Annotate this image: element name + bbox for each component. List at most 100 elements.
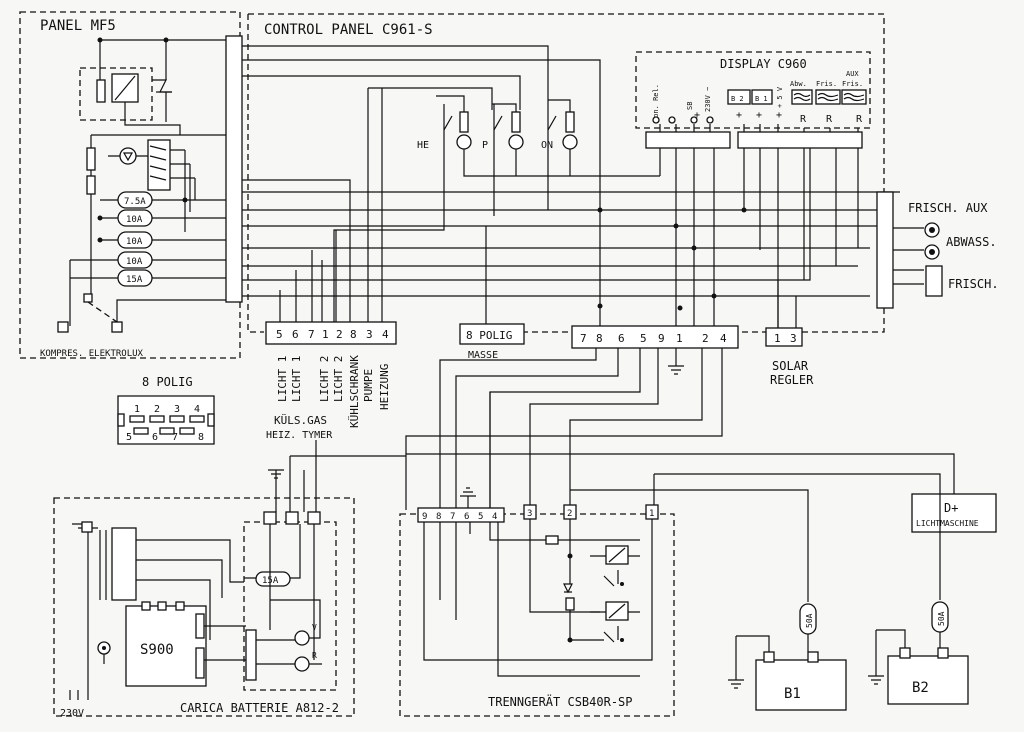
carica-title: CARICA BATTERIE A812-2 <box>180 701 339 715</box>
display-aux-fris: Fris. <box>842 80 863 88</box>
connector-pin: 5 <box>276 328 283 341</box>
trenn-pin: 2 <box>567 509 572 519</box>
connector-b <box>571 325 739 349</box>
tank-aux-label: FRISCH. AUX <box>908 201 988 215</box>
switch-label-he: HE <box>417 140 429 151</box>
connector-pin: 5 <box>640 332 647 345</box>
trenngeraet: TRENNGERÄT CSB40R-SP 9 8 7 6 5 4 3 2 1 <box>399 487 675 717</box>
trenn-pin: 4 <box>492 512 497 522</box>
polig-pin: 7 <box>172 432 178 443</box>
carica-batterie: CARICA BATTERIE A812-2 S900 230V 15A V R <box>53 497 355 719</box>
trenn-pin: 9 <box>422 512 427 522</box>
display-con-rel: con. Rel. <box>652 84 660 122</box>
panel-mf5-title: PANEL MF5 <box>40 18 116 34</box>
switch-label-on: ON <box>541 140 553 151</box>
connector-a <box>265 321 397 345</box>
battery-fuse-label: 50A <box>805 613 814 628</box>
fuse-10a-1 <box>117 209 153 227</box>
fuse-label: 10A <box>126 237 143 247</box>
display-abw: Abw. <box>790 80 807 88</box>
solar-label-2: REGLER <box>770 373 814 387</box>
battery-b2: B2 50A <box>868 601 969 705</box>
display-terminal: R <box>856 114 863 125</box>
connector-a-sub2: HEIZ. TYMER <box>266 430 333 441</box>
display-terminal: + <box>736 110 742 121</box>
switch-label-p: P <box>482 140 488 151</box>
fuse-label: 10A <box>126 257 143 267</box>
tank-connector <box>876 191 894 309</box>
display-230v: 230V ~ <box>704 87 712 112</box>
display-sb: SB <box>686 102 694 110</box>
display-aux: AUX <box>846 70 859 78</box>
control-panel-title: CONTROL PANEL C961-S <box>264 22 433 38</box>
connector-pin: 3 <box>366 328 373 341</box>
trenn-pin: 1 <box>649 509 654 519</box>
tank-sensor-frisch <box>925 265 943 297</box>
display-connector-left <box>645 131 731 149</box>
display-c960: DISPLAY C960 con. Rel. SB 230V ~ B 2 B 1… <box>635 51 871 340</box>
switch-group: HE P ON <box>333 88 600 330</box>
trenn-pin: 3 <box>527 509 532 519</box>
display-5v: + 5 V <box>776 86 784 108</box>
fuse-7-5a <box>117 191 153 209</box>
polig-pin: 1 <box>134 404 140 415</box>
connector-a-pins: 5 6 7 1 2 8 3 4 <box>276 328 389 341</box>
display-b1: B 1 <box>755 95 768 103</box>
connector-pin: 9 <box>658 332 665 345</box>
tank-gauge-abw <box>791 89 813 105</box>
battery-name: B2 <box>912 680 929 696</box>
tank-gauge-aux <box>841 89 867 105</box>
connector-masse-sub: MASSE <box>468 350 498 361</box>
trenn-pin: 6 <box>464 512 469 522</box>
fuse-label: 10A <box>126 215 143 225</box>
display-terminal: + <box>756 110 762 121</box>
display-b2: B 2 <box>731 95 744 103</box>
dplus-sub: LICHTMASCHINE <box>916 519 979 528</box>
svg-text:PUMPE: PUMPE <box>362 369 375 402</box>
connector-pin: 1 <box>676 332 683 345</box>
transformer <box>111 527 137 601</box>
connector-pin: 2 <box>702 332 709 345</box>
connector-pin: 1 <box>322 328 329 341</box>
d-plus-lichtmaschine: D+ LICHTMASCHINE <box>405 453 997 533</box>
display-terminal: R <box>826 114 833 125</box>
connector-pin: 7 <box>308 328 315 341</box>
polig-title: 8 POLIG <box>142 375 193 389</box>
polig-pin: 8 <box>198 432 204 443</box>
connector-pin: 8 <box>596 332 603 345</box>
display-fris: Fris. <box>816 80 837 88</box>
fuse-10a-2 <box>117 231 153 249</box>
fuse-10a-3 <box>117 251 153 269</box>
polig-pin: 3 <box>174 404 180 415</box>
panel-mf5-footer: KOMPRES. ELEKTROLUX <box>40 349 144 359</box>
display-title: DISPLAY C960 <box>720 57 807 71</box>
charger-module-s900 <box>125 605 207 687</box>
display-connector-right <box>737 131 863 149</box>
connector-pin: 4 <box>382 328 389 341</box>
connector-a-sub1: KÜLS.GAS <box>274 414 327 427</box>
solar-label-1: SOLAR <box>772 359 809 373</box>
battery-b1: B1 50A <box>728 603 847 711</box>
connector-masse <box>459 323 525 345</box>
trenn-pin: 5 <box>478 512 483 522</box>
svg-text:LICHT 2: LICHT 2 <box>318 356 331 402</box>
trenn-pins: 9 8 7 6 5 4 <box>422 512 497 522</box>
trenn-pin: 7 <box>450 512 455 522</box>
svg-text:LICHT 2: LICHT 2 <box>332 356 345 402</box>
polig-pin: 5 <box>126 432 132 443</box>
solar-pin: 1 <box>774 332 781 345</box>
mf5-connector-bus <box>225 35 243 303</box>
connector-pin: 6 <box>618 332 625 345</box>
tank-gauge-fris <box>815 89 841 105</box>
charger-fuse-15a <box>255 571 291 587</box>
connector-masse-label: 8 POLIG <box>466 329 512 342</box>
led-r-label: R <box>312 651 317 660</box>
polig-pin: 6 <box>152 432 158 443</box>
indicator-lamp-p <box>508 134 524 150</box>
svg-text:LICHT 1: LICHT 1 <box>276 356 289 402</box>
trenn-title: TRENNGERÄT CSB40R-SP <box>488 694 633 709</box>
dplus-label: D+ <box>944 501 958 515</box>
led-v <box>294 630 310 646</box>
